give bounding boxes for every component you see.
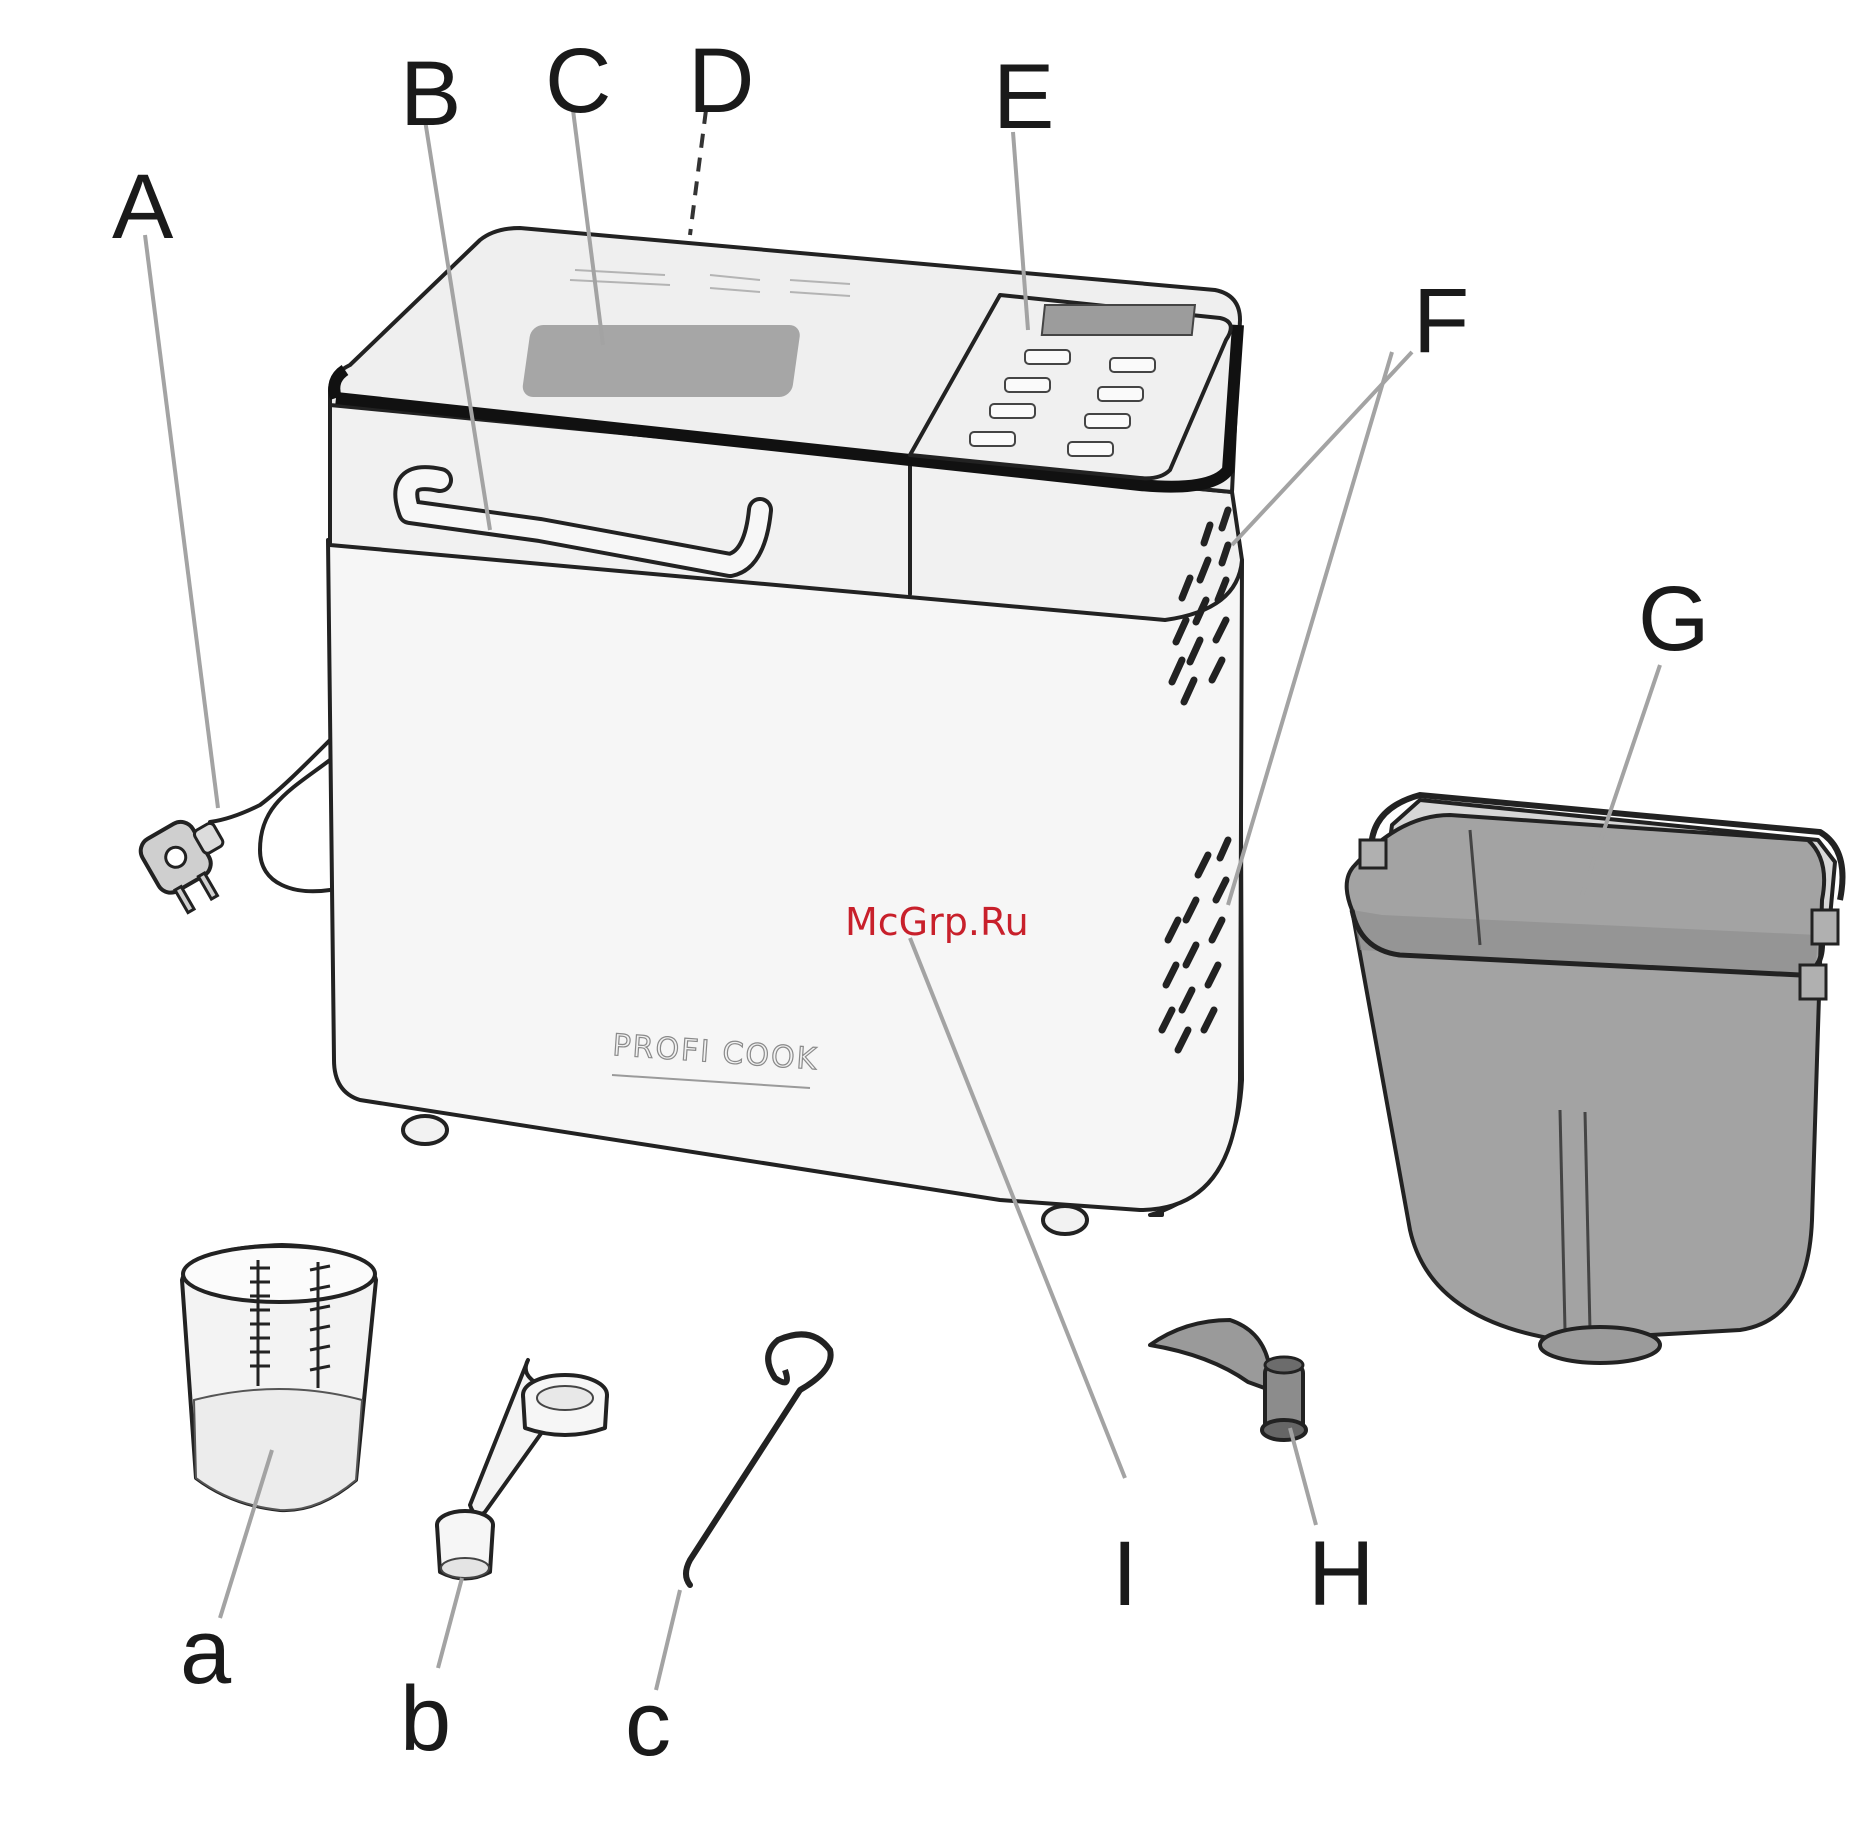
leader-line-b-small-label <box>438 1578 462 1668</box>
panel-button <box>1110 358 1155 372</box>
power-plug <box>136 807 246 919</box>
panel-button <box>990 404 1035 418</box>
callout-label-h: H <box>1308 1523 1374 1625</box>
callout-label-b: B <box>400 43 461 145</box>
leader-line-h-label <box>1290 1428 1316 1525</box>
panel-button <box>1068 442 1113 456</box>
kneading-paddle <box>1150 1320 1306 1440</box>
callout-label-a: A <box>112 156 174 258</box>
lcd-display <box>1042 305 1195 335</box>
callout-label-g: G <box>1638 568 1710 670</box>
watermark-text: McGrp.Ru <box>845 900 1029 944</box>
callout-label-i: I <box>1112 1523 1138 1625</box>
baking-pan <box>1347 795 1843 1363</box>
callout-label-f: F <box>1413 270 1469 372</box>
measuring-spoon <box>437 1360 607 1579</box>
measuring-cup <box>182 1245 376 1510</box>
pan-base <box>1540 1327 1660 1363</box>
callout-label-c-small: c <box>625 1673 671 1775</box>
foot <box>1043 1206 1087 1234</box>
panel-button <box>1005 378 1050 392</box>
leader-line-a-label <box>145 235 218 808</box>
power-cord <box>136 740 330 919</box>
callout-label-c: C <box>545 30 611 132</box>
viewing-window <box>521 325 801 397</box>
panel-button <box>1025 350 1070 364</box>
callout-label-a-small: a <box>180 1601 232 1703</box>
removal-hook <box>686 1334 831 1585</box>
foot <box>403 1116 447 1144</box>
leader-line-f-label-2 <box>1228 352 1392 905</box>
front-panel <box>328 540 1242 1210</box>
callout-label-e: E <box>993 46 1054 148</box>
panel-button <box>1085 414 1130 428</box>
callout-label-d: D <box>688 30 754 132</box>
callout-label-b-small: b <box>400 1668 451 1770</box>
panel-button <box>970 432 1015 446</box>
pan-body <box>1347 815 1824 1340</box>
panel-button <box>1098 387 1143 401</box>
